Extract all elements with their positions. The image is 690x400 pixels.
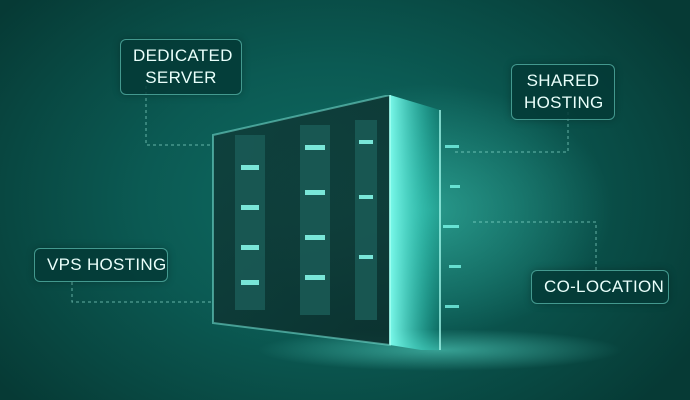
shared-hosting-label: SHARED HOSTING (511, 64, 615, 120)
shared-hosting-line-1: SHARED (526, 71, 600, 90)
server-rack-icon (212, 95, 461, 350)
connector-coloc (470, 221, 597, 270)
dedicated-server-label: DEDICATED SERVER (120, 39, 242, 95)
co-location-label: CO-LOCATION (531, 270, 669, 304)
dedicated-server-line-2: SERVER (145, 68, 217, 87)
connector-vps (71, 282, 212, 303)
shared-hosting-line-2: HOSTING (524, 93, 604, 112)
dedicated-server-line-1: DEDICATED (133, 46, 233, 65)
server-rack-illustration (205, 95, 465, 350)
vps-hosting-label: VPS HOSTING (34, 248, 168, 282)
